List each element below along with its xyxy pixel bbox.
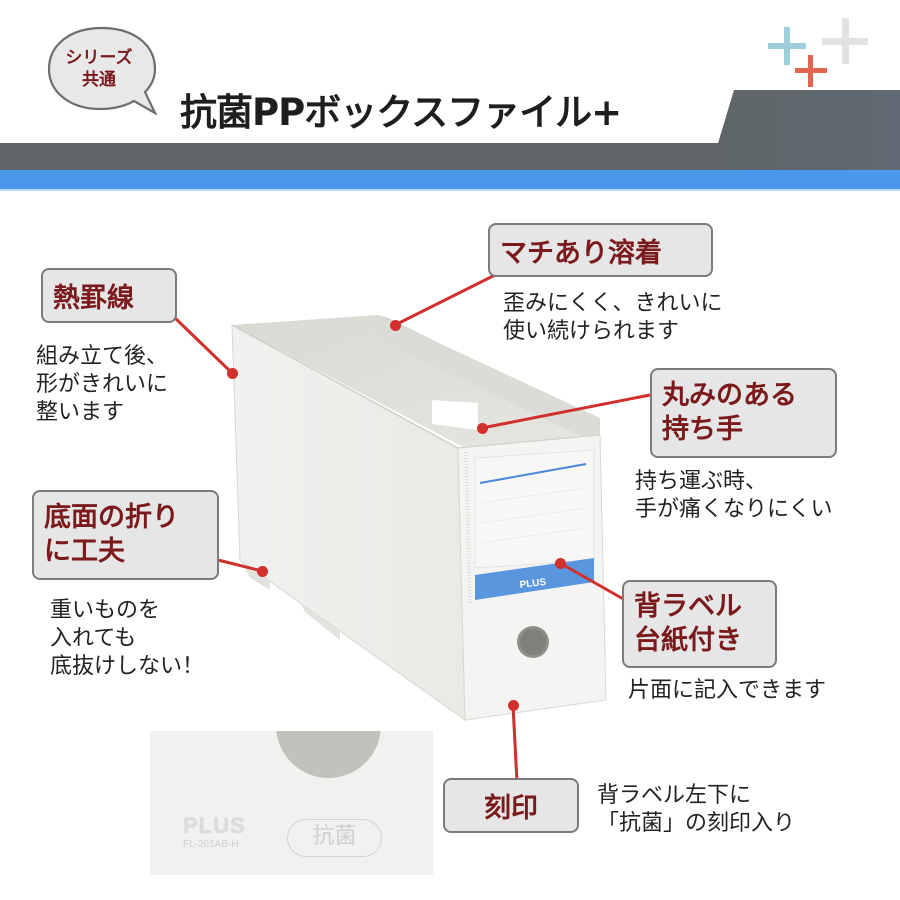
callout-dot-spine-label	[555, 558, 566, 569]
finger-hole	[276, 731, 381, 778]
header-blue-band	[0, 170, 900, 189]
feature-desc-bottom-fold: 重いものを 入れても 底抜けしない！	[50, 598, 205, 679]
series-badge-line-2: 共通	[82, 70, 116, 90]
header-gray-ramp	[710, 90, 900, 170]
plus-icon	[795, 55, 827, 87]
callout-dot-gusset-weld	[390, 320, 401, 331]
plus-icon	[768, 27, 806, 65]
callout-dot-engraving	[508, 700, 519, 711]
feature-desc-spine-label: 片面に記入できます	[628, 678, 827, 703]
callout-dot-rounded-handle	[477, 423, 488, 434]
feature-tag-label: 熱罫線	[53, 283, 134, 314]
callout-dot-heat-crease	[227, 368, 238, 379]
feature-tag-label-line-1: 背ラベル	[634, 591, 742, 622]
feature-tag-label-line-1: 丸みのある	[662, 380, 797, 411]
callout-dot-bottom-fold	[257, 566, 268, 577]
feature-tag-label: マチあり溶着	[500, 237, 662, 269]
engraving-closeup-photo: PLUS FL-201AB-H 抗菌	[150, 731, 433, 875]
stamp-model-number: FL-201AB-H	[183, 839, 239, 850]
feature-desc-rounded-handle: 持ち運ぶ時、 手が痛くなりにくい	[635, 469, 833, 522]
feature-tag-bottom-fold: 底面の折り に工夫	[32, 490, 219, 580]
feature-tag-spine-label: 背ラベル 台紙付き	[622, 580, 777, 668]
series-badge-text: シリーズ 共通	[45, 47, 153, 91]
header-banner: シリーズ 共通 抗菌PPボックスファイル+	[0, 0, 900, 200]
feature-tag-label-line-2: 持ち手	[662, 414, 743, 445]
feature-tag-label-line-2: に工夫	[44, 536, 125, 567]
feature-tag-rounded-handle: 丸みのある 持ち手	[650, 368, 837, 458]
antibacterial-stamp: 抗菌	[287, 819, 382, 857]
feature-tag-gusset-weld: マチあり溶着	[488, 223, 713, 277]
feature-desc-gusset-weld: 歪みにくく、きれいに 使い続けられます	[503, 291, 723, 344]
feature-tag-engraving: 刻印	[443, 778, 579, 833]
feature-tag-heat-crease: 熱罫線	[41, 268, 177, 323]
series-speech-bubble: シリーズ 共通	[45, 25, 158, 116]
feature-tag-label: 刻印	[484, 793, 538, 824]
stamp-brand: PLUS	[183, 813, 246, 838]
header-blue-edge	[0, 189, 900, 191]
feature-desc-engraving: 背ラベル左下に 「抗菌」の刻印入り	[597, 783, 796, 836]
plus-icon	[822, 18, 868, 64]
spine-label-brand: PLUS	[519, 577, 547, 591]
speech-bubble-icon	[47, 26, 158, 116]
series-badge-line-1: シリーズ	[65, 48, 133, 68]
feature-desc-heat-crease: 組み立て後、 形がきれいに 整います	[36, 344, 169, 425]
page-title: 抗菌PPボックスファイル+	[180, 91, 622, 134]
feature-tag-label-line-1: 底面の折り	[44, 502, 179, 533]
feature-tag-label-line-2: 台紙付き	[634, 625, 742, 656]
